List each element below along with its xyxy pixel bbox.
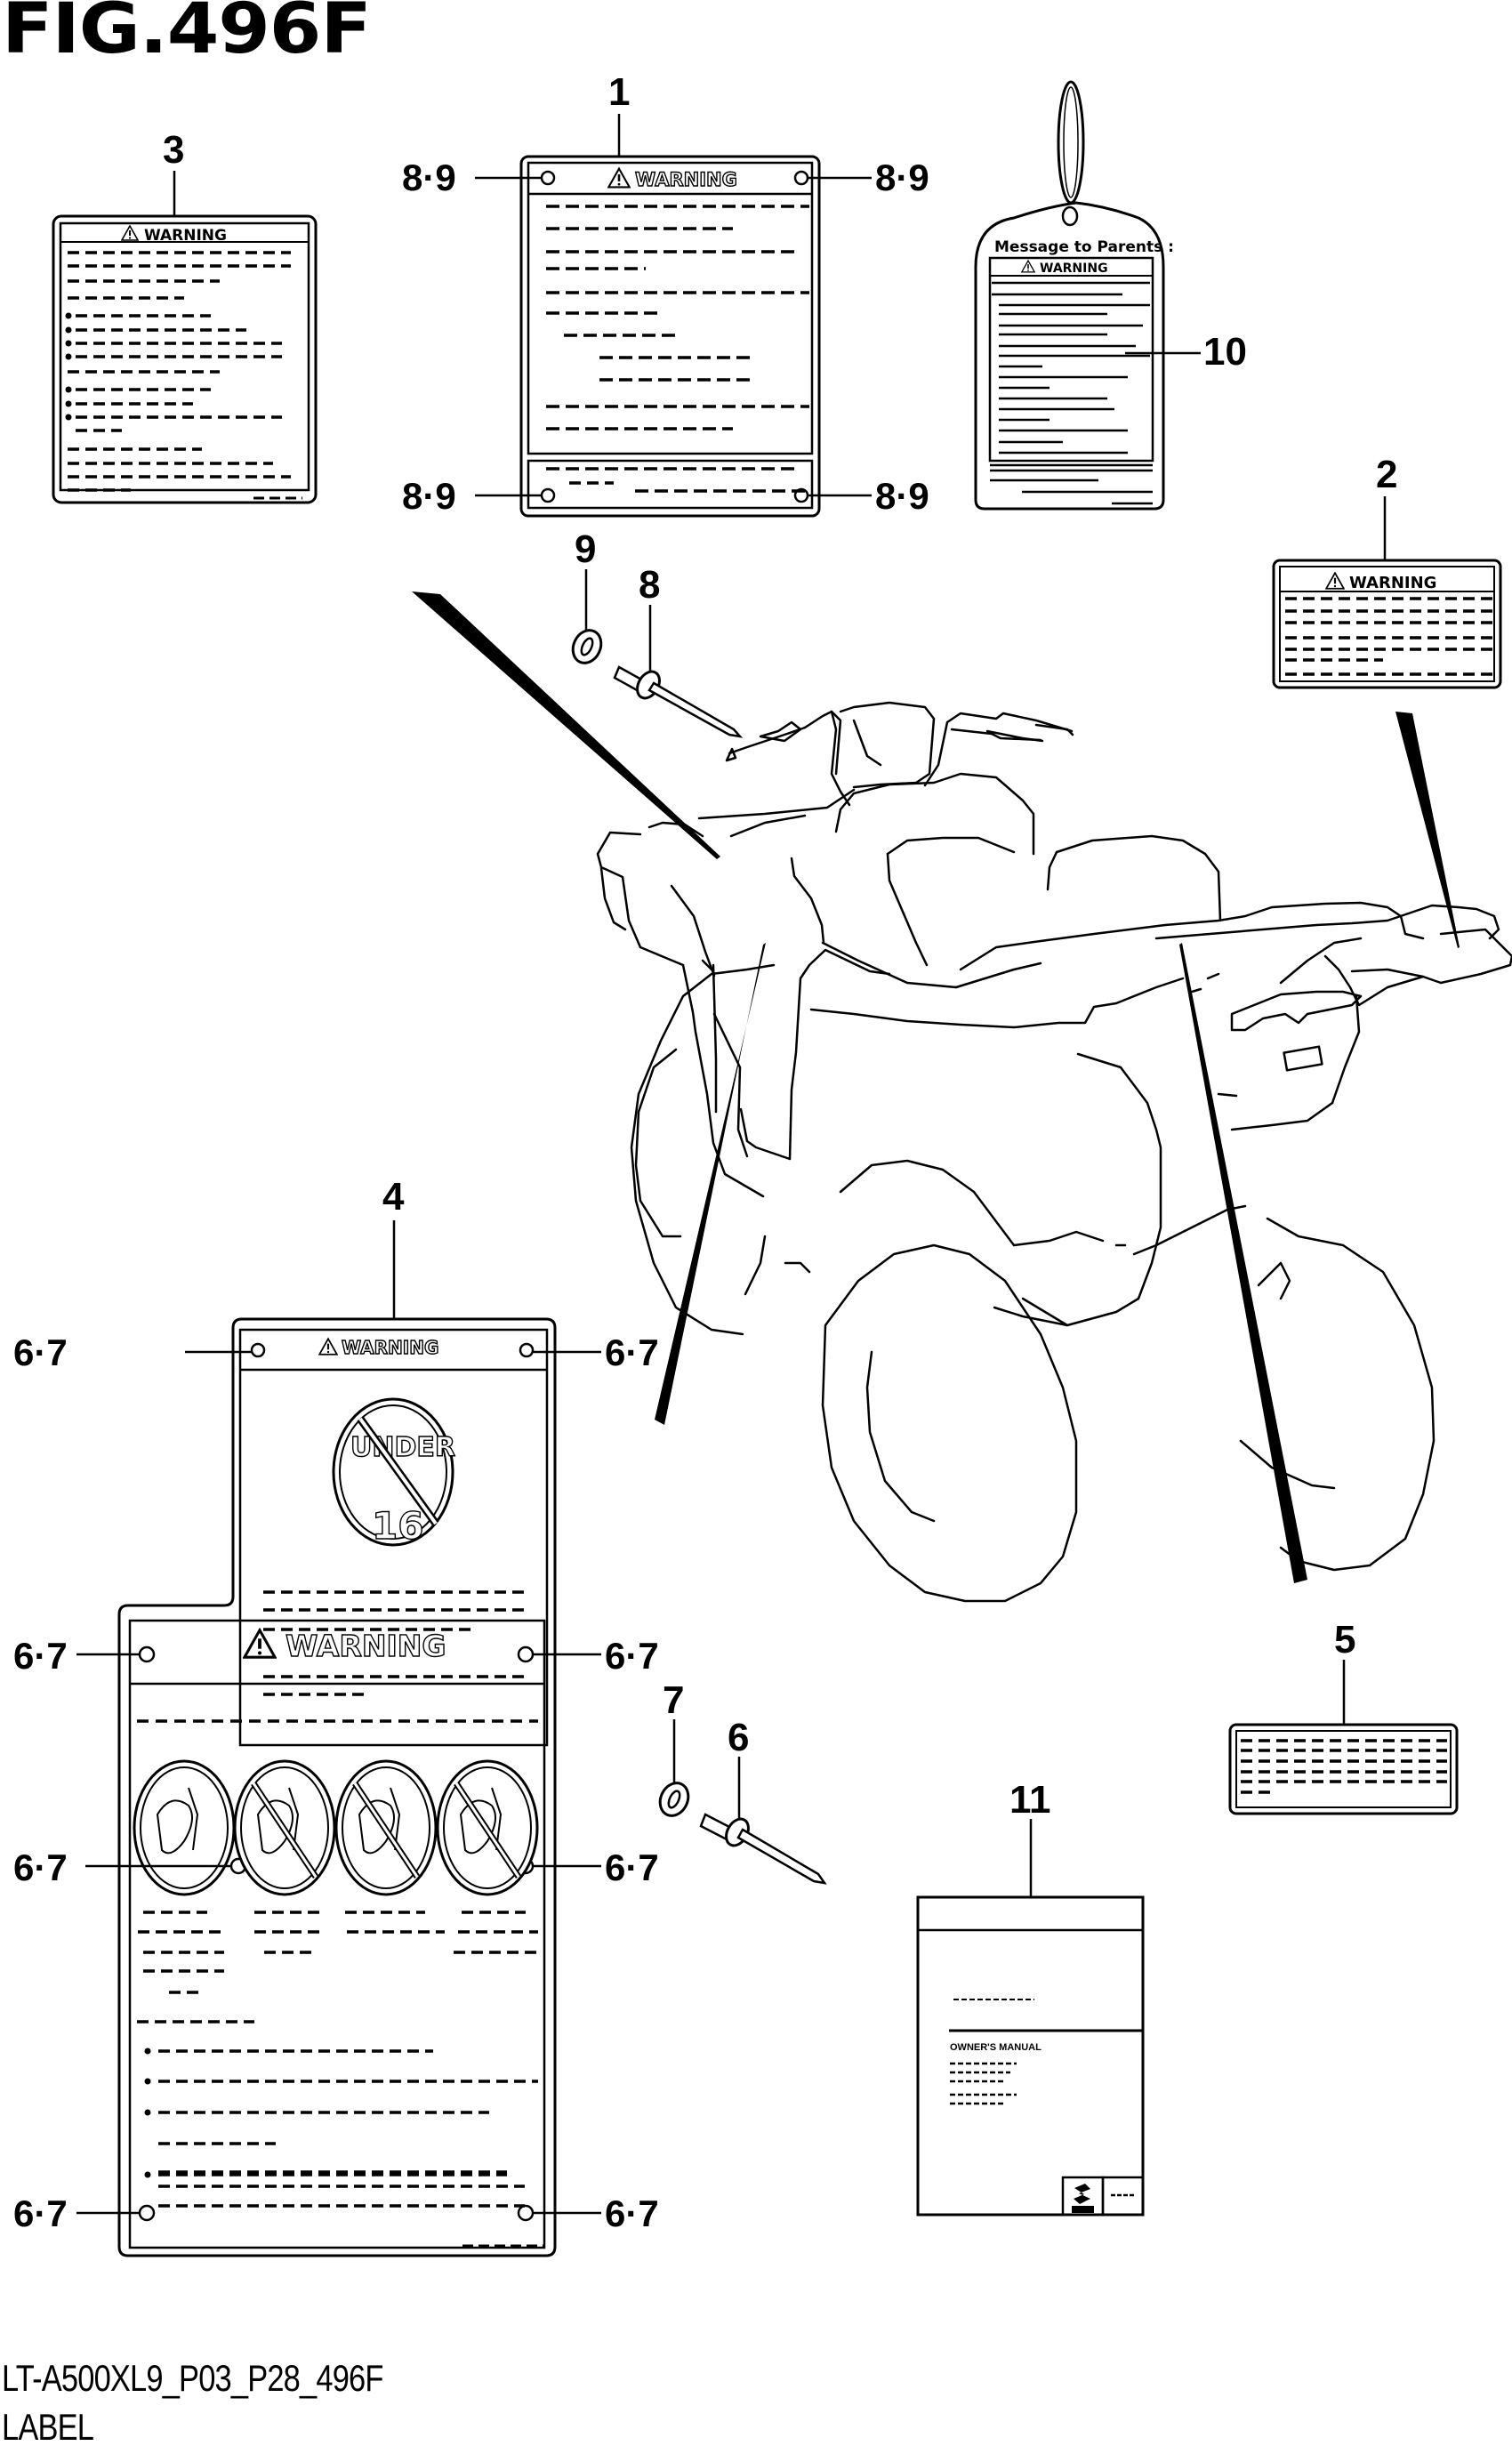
callout-8: 8 xyxy=(639,563,660,607)
atv-illustration xyxy=(596,701,1512,1603)
message-to-parents-heading: Message to Parents : xyxy=(994,238,1174,256)
figure-title: FIG.496F xyxy=(2,0,372,69)
no-stunts-icon xyxy=(334,1759,438,1896)
bullet-icon xyxy=(65,353,72,360)
rivet-hole xyxy=(250,1342,266,1358)
no-passenger-icon xyxy=(133,1759,236,1896)
bullet-icon xyxy=(65,340,72,347)
callout-6-7: 6·7 xyxy=(13,2193,68,2234)
fasteners-8-9: 9 8 xyxy=(571,527,744,738)
callout-10: 10 xyxy=(1203,330,1247,374)
warning-heading: WARNING xyxy=(1040,261,1108,276)
pointer-label-2 xyxy=(1395,712,1460,948)
label-1: 1 WARNING 8·9 8·9 8·9 8·9 xyxy=(402,70,929,518)
svg-text:UNDER: UNDER xyxy=(350,1432,455,1463)
bullet-icon xyxy=(144,2078,151,2085)
callout-11: 11 xyxy=(1009,1778,1051,1822)
bullet-icon xyxy=(144,2048,151,2055)
rivet-icon xyxy=(613,665,744,738)
rivet-hole xyxy=(519,1342,535,1358)
rivet-hole xyxy=(138,2204,156,2222)
under-16-prohibition-icon: UNDER 16 xyxy=(332,1397,456,1549)
label-3: 3 WARNING xyxy=(52,128,318,504)
callout-6-7: 6·7 xyxy=(605,2193,659,2234)
rivet-icon xyxy=(699,1813,827,1885)
warning-heading-large: WARNING xyxy=(286,1629,446,1663)
pointer-wedges xyxy=(412,591,1460,1583)
rivet-hole xyxy=(138,1645,156,1663)
callout-6-7: 6·7 xyxy=(13,1635,68,1677)
label-4: 4 WARNING UNDER 16 WARNING xyxy=(13,1175,659,2257)
bullet-icon xyxy=(65,400,72,407)
callout-8-9: 8·9 xyxy=(875,157,929,198)
no-alcohol-drugs-icon xyxy=(436,1759,539,1896)
svg-text:16: 16 xyxy=(372,1504,423,1548)
pointer-label-5 xyxy=(1179,943,1307,1583)
callout-5: 5 xyxy=(1334,1618,1355,1661)
no-paved-road-icon xyxy=(233,1759,336,1896)
rivet-hole xyxy=(540,487,556,503)
washer-icon xyxy=(571,629,603,664)
bullet-icon xyxy=(65,326,72,334)
pointer-label-4 xyxy=(655,943,766,1425)
warning-heading: WARNING xyxy=(1349,574,1436,592)
brand-logo-icon xyxy=(1072,2184,1094,2213)
bullet-icon xyxy=(144,2109,151,2116)
label-5: 5 xyxy=(1228,1618,1459,1815)
callout-6: 6 xyxy=(728,1716,749,1759)
pointer-label-3 xyxy=(412,591,720,859)
rivet-hole xyxy=(793,170,809,186)
callout-6-7: 6·7 xyxy=(605,1332,659,1373)
owners-manual-title: OWNER'S MANUAL xyxy=(950,2042,1042,2053)
rivet-hole xyxy=(517,1645,535,1663)
callout-2: 2 xyxy=(1376,453,1397,496)
callout-6-7: 6·7 xyxy=(13,1847,68,1888)
rivet-hole xyxy=(517,2204,535,2222)
label-2: 2 WARNING xyxy=(1272,453,1502,689)
owners-manual-11: 11 OWNER'S MANUAL xyxy=(916,1778,1145,2217)
rivet-hole xyxy=(540,170,556,186)
fasteners-6-7: 7 6 xyxy=(658,1678,827,1885)
bullet-icon xyxy=(65,312,72,319)
callout-1: 1 xyxy=(608,70,630,114)
washer-icon xyxy=(658,1782,690,1817)
bullet-icon xyxy=(65,414,72,421)
bullet-icon xyxy=(65,386,72,393)
callout-8-9: 8·9 xyxy=(875,475,929,517)
callout-6-7: 6·7 xyxy=(605,1635,659,1677)
callout-7: 7 xyxy=(663,1678,684,1722)
warning-heading: WARNING xyxy=(635,169,737,190)
callout-8-9: 8·9 xyxy=(402,475,456,517)
bullet-icon xyxy=(144,2171,151,2178)
section-name: LABEL xyxy=(2,2406,94,2448)
model-code: LT-A500XL9_P03_P28_496F xyxy=(2,2357,383,2399)
warning-heading: WARNING xyxy=(342,1337,438,1358)
callout-3: 3 xyxy=(163,128,184,172)
callout-6-7: 6·7 xyxy=(13,1332,68,1373)
callout-4: 4 xyxy=(382,1175,405,1219)
warning-heading: WARNING xyxy=(144,227,227,245)
callout-9: 9 xyxy=(575,527,596,571)
hang-tag-10: Message to Parents : WARNING 10 xyxy=(974,80,1247,511)
callout-8-9: 8·9 xyxy=(402,157,456,198)
callout-6-7: 6·7 xyxy=(605,1847,659,1888)
